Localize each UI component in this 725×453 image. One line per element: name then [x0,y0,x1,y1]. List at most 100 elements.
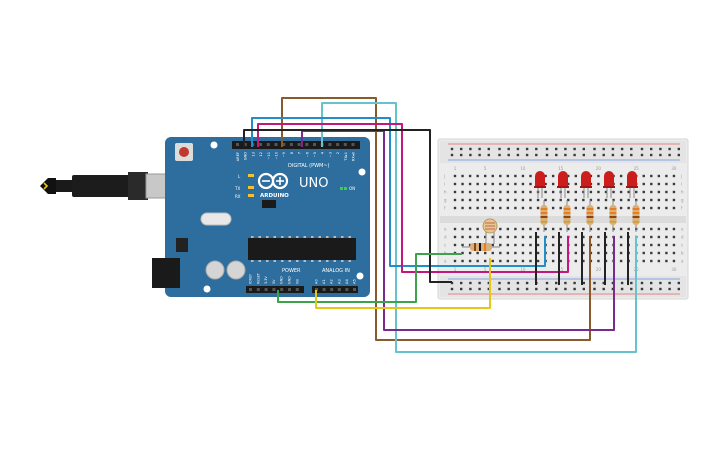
breadboard-hole[interactable] [491,174,494,178]
red-led[interactable] [626,171,638,198]
breadboard-hole[interactable] [468,251,472,255]
breadboard-hole[interactable] [506,243,510,247]
breadboard-hole[interactable] [657,227,661,231]
breadboard-hole[interactable] [559,259,562,263]
rail-hole[interactable] [564,281,567,285]
rail-hole[interactable] [630,287,633,291]
breadboard-hole[interactable] [672,235,676,239]
digital-pin-hole[interactable] [297,143,301,146]
breadboard-hole[interactable] [574,182,577,186]
breadboard-hole[interactable] [461,206,464,210]
breadboard-hole[interactable] [514,190,517,194]
breadboard-hole[interactable] [468,190,472,194]
rail-hole[interactable] [545,147,549,151]
rail-hole[interactable] [478,281,481,285]
breadboard-hole[interactable] [650,182,653,186]
rail-hole[interactable] [640,281,644,285]
rail-hole[interactable] [525,287,529,291]
rail-hole[interactable] [507,281,510,285]
breadboard-hole[interactable] [642,259,645,263]
breadboard-hole[interactable] [619,198,623,202]
breadboard-hole[interactable] [536,198,540,202]
rail-hole[interactable] [668,287,671,291]
breadboard-hole[interactable] [642,251,645,255]
breadboard-hole[interactable] [514,206,517,210]
breadboard-hole[interactable] [597,243,600,247]
rail-hole[interactable] [640,153,644,157]
breadboard-hole[interactable] [453,206,457,210]
breadboard-hole[interactable] [484,235,487,239]
breadboard-hole[interactable] [468,227,472,231]
power-jack[interactable] [152,258,180,288]
power-pin-hole[interactable] [295,288,299,291]
breadboard-hole[interactable] [582,259,585,263]
breadboard-hole[interactable] [665,227,668,231]
rail-hole[interactable] [507,287,510,291]
breadboard-hole[interactable] [468,243,472,247]
breadboard-hole[interactable] [574,190,577,194]
rail-hole[interactable] [573,147,576,151]
breadboard-hole[interactable] [597,251,600,255]
breadboard-hole[interactable] [657,243,661,247]
rail-hole[interactable] [602,287,605,291]
breadboard-hole[interactable] [468,206,472,210]
breadboard-hole[interactable] [559,206,562,210]
breadboard-hole[interactable] [476,182,479,186]
breadboard-hole[interactable] [567,190,570,194]
breadboard-hole[interactable] [597,259,600,263]
breadboard-hole[interactable] [491,235,494,239]
rail-hole[interactable] [602,281,605,285]
breadboard-hole[interactable] [506,206,510,210]
breadboard-hole[interactable] [619,227,623,231]
breadboard-hole[interactable] [453,243,457,247]
breadboard-hole[interactable] [461,174,464,178]
breadboard-hole[interactable] [574,235,577,239]
breadboard-hole[interactable] [604,227,608,231]
breadboard-hole[interactable] [468,259,472,263]
breadboard-hole[interactable] [665,243,668,247]
rail-hole[interactable] [640,287,644,291]
breadboard-hole[interactable] [484,198,487,202]
rail-hole[interactable] [555,147,558,151]
breadboard-hole[interactable] [453,190,457,194]
rail-hole[interactable] [535,287,538,291]
rail-hole[interactable] [469,147,472,151]
breadboard-hole[interactable] [521,227,525,231]
breadboard-hole[interactable] [484,174,487,178]
breadboard-hole[interactable] [642,235,645,239]
red-led[interactable] [534,171,546,198]
breadboard-hole[interactable] [453,182,457,186]
breadboard-hole[interactable] [468,174,472,178]
wire-magenta-top[interactable] [257,123,569,273]
breadboard-hole[interactable] [521,206,525,210]
breadboard-hole[interactable] [514,174,517,178]
resistor[interactable] [540,200,548,232]
breadboard-hole[interactable] [521,182,525,186]
breadboard-hole[interactable] [476,190,479,194]
rail-hole[interactable] [478,153,481,157]
breadboard-hole[interactable] [453,259,457,263]
breadboard-hole[interactable] [506,198,510,202]
rail-hole[interactable] [555,153,558,157]
rail-hole[interactable] [620,281,624,285]
breadboard-hole[interactable] [597,182,600,186]
rail-hole[interactable] [630,153,633,157]
rail-hole[interactable] [620,287,624,291]
breadboard-hole[interactable] [597,190,600,194]
rail-hole[interactable] [611,147,615,151]
breadboard-hole[interactable] [582,206,585,210]
breadboard-hole[interactable] [582,235,585,239]
breadboard-hole[interactable] [665,174,668,178]
rail-hole[interactable] [630,147,633,151]
wire-blue-top[interactable] [251,117,546,267]
digital-pin-hole[interactable] [305,143,309,146]
rail-hole[interactable] [677,281,680,285]
breadboard-hole[interactable] [650,190,653,194]
breadboard-hole[interactable] [672,206,676,210]
breadboard-hole[interactable] [461,227,464,231]
wire-brown-top[interactable] [281,97,591,341]
breadboard-hole[interactable] [506,259,510,263]
breadboard-hole[interactable] [672,182,676,186]
rail-hole[interactable] [450,147,454,151]
breadboard-hole[interactable] [597,235,600,239]
